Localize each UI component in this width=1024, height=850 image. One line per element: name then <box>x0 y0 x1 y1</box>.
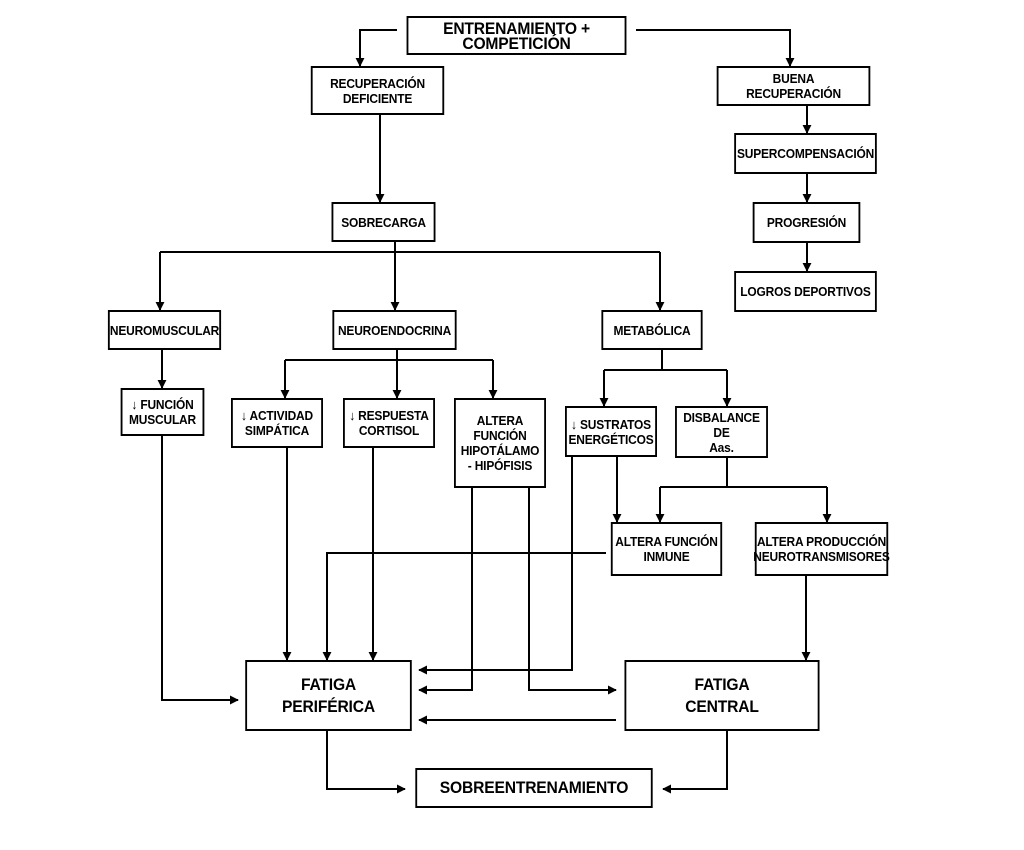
node-label: ALTERA FUNCIÓN HIPOTÁLAMO - HIPÓFISIS <box>460 413 540 473</box>
node-label: BUENA RECUPERACIÓN <box>746 71 841 101</box>
node-respuesta-cortisol: ↓ RESPUESTA CORTISOL <box>343 398 435 448</box>
node-label: ENTRENAMIENTO + COMPETICIÓN <box>443 18 590 53</box>
node-neuromuscular: NEUROMUSCULAR <box>107 310 222 350</box>
node-label: DISBALANCE DE Aas. <box>683 409 760 455</box>
edge-inmune-fp <box>322 552 606 661</box>
node-sustratos-energeticos: ↓ SUSTRATOS ENERGÉTICOS <box>565 406 657 457</box>
edge-fp-sobreentrenamiento <box>326 731 406 794</box>
node-actividad-simpatica: ↓ ACTIVIDAD SIMPÁTICA <box>231 398 323 448</box>
node-label: ↓ ACTIVIDAD SIMPÁTICA <box>241 408 313 438</box>
node-fatiga-central: FATIGA CENTRAL <box>624 660 820 731</box>
node-label: LOGROS DEPORTIVOS <box>740 284 871 299</box>
node-sobreentrenamiento: SOBREENTRENAMIENTO <box>415 768 653 808</box>
node-funcion-muscular: ↓ FUNCIÓN MUSCULAR <box>120 388 205 436</box>
node-label: METABÓLICA <box>613 322 691 338</box>
node-label: PROGRESIÓN <box>766 215 847 230</box>
node-funcion-inmune: ALTERA FUNCIÓN INMUNE <box>610 522 723 576</box>
node-label: NEUROENDOCRINA <box>337 322 452 338</box>
edge-funcion-muscular-fp <box>161 436 239 705</box>
node-disbalance-aas: DISBALANCE DE Aas. <box>675 406 768 458</box>
node-label: ↓ RESPUESTA CORTISOL <box>349 408 429 438</box>
node-buena-recuperacion: BUENA RECUPERACIÓN <box>716 66 871 106</box>
node-fatiga-periferica: FATIGA PERIFÉRICA <box>245 660 412 731</box>
node-entrenamiento-competicion: ENTRENAMIENTO + COMPETICIÓN <box>406 16 627 55</box>
node-neurotransmisores: ALTERA PRODUCCIÓN NEUROTRANSMISORES <box>753 522 890 576</box>
node-label: ALTERA PRODUCCIÓN NEUROTRANSMISORES <box>753 534 890 564</box>
edge-entrenamiento-buena-recup <box>636 29 795 67</box>
node-sobrecarga: SOBRECARGA <box>331 202 436 242</box>
node-neuroendocrina: NEUROENDOCRINA <box>332 310 457 350</box>
node-label: SUPERCOMPENSACIÓN <box>736 146 875 161</box>
node-label: FATIGA CENTRAL <box>685 674 759 716</box>
node-progresion: PROGRESIÓN <box>752 202 861 243</box>
edge-hipotalamo-fp <box>418 488 473 695</box>
edge-sustratos-fp <box>418 457 573 675</box>
node-recuperacion-deficiente: RECUPERACIÓN DEFICIENTE <box>310 66 445 115</box>
edge-hipotalamo-fc <box>528 488 617 695</box>
edge-fc-sobreentrenamiento <box>662 731 728 794</box>
edge-entrenamiento-recup-deficiente <box>355 29 397 67</box>
node-hipotalamo-hipofisis: ALTERA FUNCIÓN HIPOTÁLAMO - HIPÓFISIS <box>454 398 546 488</box>
node-label: SOBRECARGA <box>341 214 426 230</box>
node-metabolica: METABÓLICA <box>601 310 703 350</box>
node-label: ALTERA FUNCIÓN INMUNE <box>615 534 718 564</box>
node-label: ↓ FUNCIÓN MUSCULAR <box>129 397 196 427</box>
node-supercompensacion: SUPERCOMPENSACIÓN <box>734 133 877 174</box>
node-label: ↓ SUSTRATOS ENERGÉTICOS <box>568 416 654 447</box>
node-label: NEUROMUSCULAR <box>109 322 220 338</box>
node-label: SOBREENTRENAMIENTO <box>439 778 629 797</box>
node-logros-deportivos: LOGROS DEPORTIVOS <box>734 271 877 312</box>
node-label: FATIGA PERIFÉRICA <box>282 674 375 716</box>
node-label: RECUPERACIÓN DEFICIENTE <box>330 75 425 106</box>
